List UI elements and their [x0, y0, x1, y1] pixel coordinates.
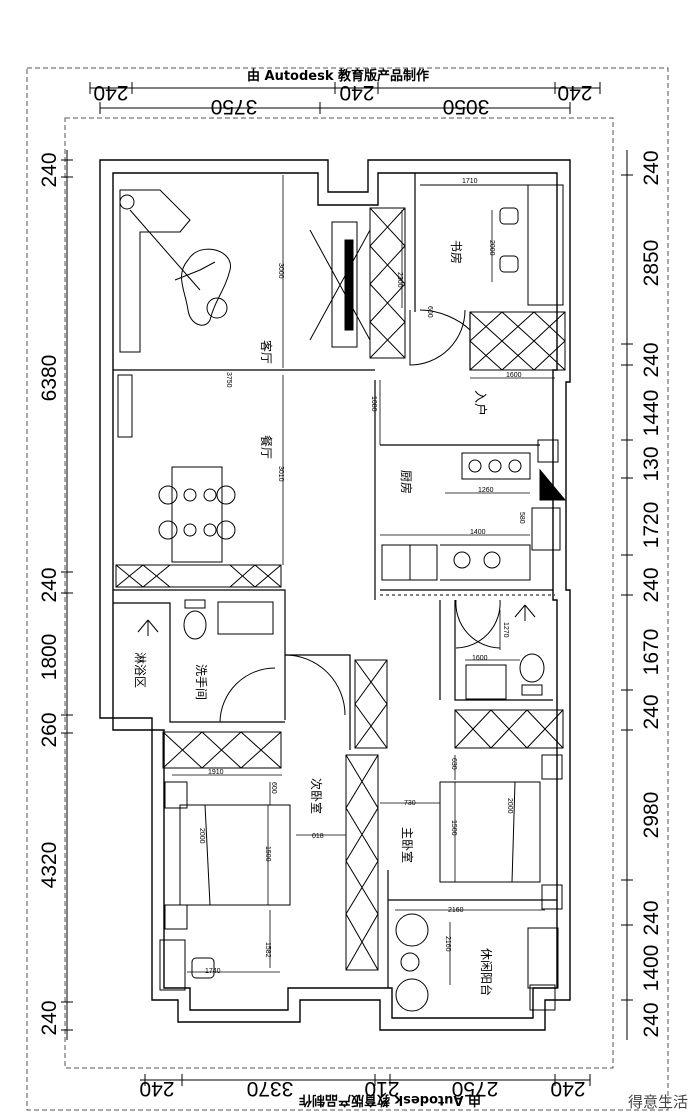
dim-top-3050: 3050 [443, 95, 490, 118]
dim-right-1670: 1670 [640, 629, 663, 676]
inner-dim-labels: 3000 3750 3010 1710 2000 2300 600 1600 1… [198, 178, 525, 975]
dim-1080: 1080 [370, 396, 377, 412]
doors [380, 309, 555, 649]
dim-1500-master: 1500 [450, 820, 457, 836]
dim-right-240-b: 240 [640, 342, 663, 377]
dim-580: 580 [518, 512, 525, 524]
dim-right-1440: 1440 [640, 390, 663, 437]
tv-cabinet [309, 221, 371, 348]
dim-right-240-e: 240 [640, 900, 663, 935]
room-label-second-bedroom: 次卧室 [309, 778, 324, 814]
dim-left-6380: 6380 [38, 355, 61, 402]
inner-dim-lines [120, 175, 555, 985]
room-label-study: 书房 [449, 240, 464, 264]
dim-1260: 1260 [478, 487, 494, 494]
dim-1600-entry: 1600 [506, 372, 522, 379]
study-furniture [419, 184, 528, 331]
dim-left-260: 260 [38, 712, 61, 747]
dim-1582: 1582 [264, 942, 271, 958]
outer-frame [26, 67, 669, 1111]
dim-bottom-240-b: 240 [550, 1077, 585, 1100]
dim-right-240-d: 240 [640, 694, 663, 729]
right-dim-ticks [621, 174, 633, 1001]
dim-bottom-3370: 3370 [247, 1077, 294, 1100]
living-furniture [119, 189, 231, 353]
dim-1600-bath: 1600 [472, 655, 488, 662]
dim-bottom-2750: 2750 [452, 1077, 499, 1100]
dim-2300: 2300 [396, 272, 403, 288]
dim-top-3750: 3750 [211, 95, 258, 118]
room-label-entry: 入户 [472, 390, 488, 416]
dim-1710: 1710 [462, 178, 478, 185]
misc-furniture [159, 913, 556, 1012]
watermark-top: 由 Autodesk 教育版产品制作 [247, 68, 429, 84]
bathroom-fixtures [183, 599, 545, 723]
dim-left-4320: 4320 [38, 842, 61, 889]
dim-right-2850: 2850 [640, 240, 663, 287]
dim-right-240-a: 240 [640, 150, 663, 185]
room-label-shower: 淋浴区 [133, 652, 147, 688]
dim-600-bed: 600 [270, 782, 277, 794]
room-label-balcony: 休闲阳台 [479, 948, 494, 996]
dim-018: 018 [312, 833, 324, 840]
room-labels: 客厅 餐厅 书房 入户 厨房 淋浴区 洗手间 次卧室 主卧室 休闲阳台 [133, 240, 494, 996]
room-label-living: 客厅 [259, 340, 274, 364]
beds [164, 754, 563, 930]
dim-2000-second: 2000 [198, 828, 205, 844]
dim-bottom-210: 210 [364, 1077, 399, 1100]
dim-left-1800: 1800 [38, 634, 61, 681]
dim-730: 730 [404, 800, 416, 807]
dim-2000-study: 2000 [488, 240, 495, 256]
dim-1500-second: 1500 [264, 846, 271, 862]
wardrobes [115, 184, 566, 989]
room-label-washroom: 洗手间 [194, 664, 208, 700]
dim-3000: 3000 [277, 263, 284, 279]
dim-1910: 1910 [208, 769, 224, 776]
dim-630: 630 [450, 758, 457, 770]
dim-right-2980: 2980 [640, 792, 663, 839]
kitchen-fixtures [381, 439, 567, 581]
dim-2160-vert: 2160 [444, 936, 451, 952]
inner-frame [64, 117, 614, 1069]
dim-bottom-240-a: 240 [139, 1077, 174, 1100]
dim-600: 600 [426, 306, 433, 318]
dim-top-240-b: 240 [339, 81, 374, 104]
room-label-kitchen: 厨房 [399, 470, 414, 494]
dim-right-1400: 1400 [640, 945, 663, 992]
room-label-dining: 餐厅 [259, 435, 274, 459]
watermark-bottom: 由 Autodesk 教育版产品制作 [299, 1092, 481, 1108]
dim-1270: 1270 [502, 622, 509, 638]
dim-right-1720: 1720 [640, 502, 663, 549]
side-cabinet [117, 374, 133, 438]
dim-2160: 2160 [448, 907, 464, 914]
left-dim-ticks [61, 159, 73, 1031]
dim-3010: 3010 [277, 466, 284, 482]
dim-top-240-a: 240 [93, 81, 128, 104]
dim-left-240-a: 240 [38, 152, 61, 187]
bottom-dim-ticks [144, 1074, 591, 1086]
dim-3750-inner: 3750 [225, 372, 232, 388]
dim-left-240-b: 240 [38, 567, 61, 602]
dim-right-240-c: 240 [640, 567, 663, 602]
room-label-master-bedroom: 主卧室 [400, 827, 415, 863]
dim-2000-master: 2000 [506, 798, 513, 814]
shower-heads [137, 604, 536, 636]
dining-set [158, 466, 236, 563]
dim-1740: 1740 [205, 968, 221, 975]
dim-left-240-c: 240 [38, 1000, 61, 1035]
dim-right-240-f: 240 [640, 1002, 663, 1037]
top-dim-ticks [89, 82, 601, 114]
dim-right-130: 130 [640, 446, 663, 481]
dim-1400: 1400 [470, 529, 486, 536]
watermark-corner: 得意生活 [628, 1093, 688, 1111]
dim-top-240-c: 240 [557, 81, 592, 104]
